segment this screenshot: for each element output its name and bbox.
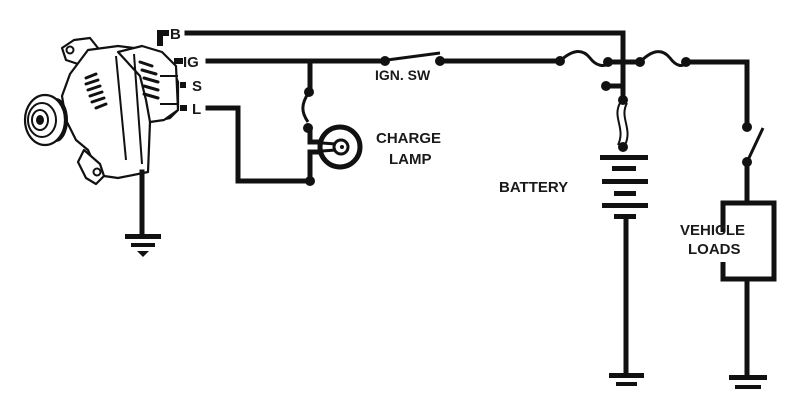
l-wire — [205, 105, 313, 184]
battery: BATTERY — [499, 155, 648, 378]
loads-switch — [742, 122, 765, 205]
terminal-label-s: S — [192, 78, 202, 95]
charge-lamp-circuit — [301, 58, 325, 186]
loads-label: LOADS — [688, 241, 741, 258]
terminal-label-ig: IG — [183, 54, 199, 71]
battery-ground — [609, 373, 644, 386]
alternator-ground — [125, 169, 161, 257]
terminal-label-l: L — [192, 101, 201, 118]
lamp-label: LAMP — [389, 151, 432, 168]
charge-label: CHARGE — [376, 130, 441, 147]
b-wire — [184, 30, 626, 75]
terminal-label-b: B — [170, 26, 181, 43]
vehicle-label: VEHICLE — [680, 222, 745, 239]
pulley — [23, 93, 68, 147]
alternator-terminals: B IG S L — [157, 26, 202, 118]
charge-lamp: CHARGE LAMP — [317, 124, 441, 170]
ign-sw-label: IGN. SW — [375, 67, 431, 83]
alternator — [23, 36, 180, 186]
battery-label: BATTERY — [499, 179, 568, 196]
loads-ground — [729, 375, 767, 389]
ignition-switch: IGN. SW — [375, 51, 445, 83]
battery-junction — [601, 50, 750, 152]
ig-wire — [205, 50, 643, 67]
vehicle-loads: VEHICLE LOADS — [680, 200, 777, 378]
